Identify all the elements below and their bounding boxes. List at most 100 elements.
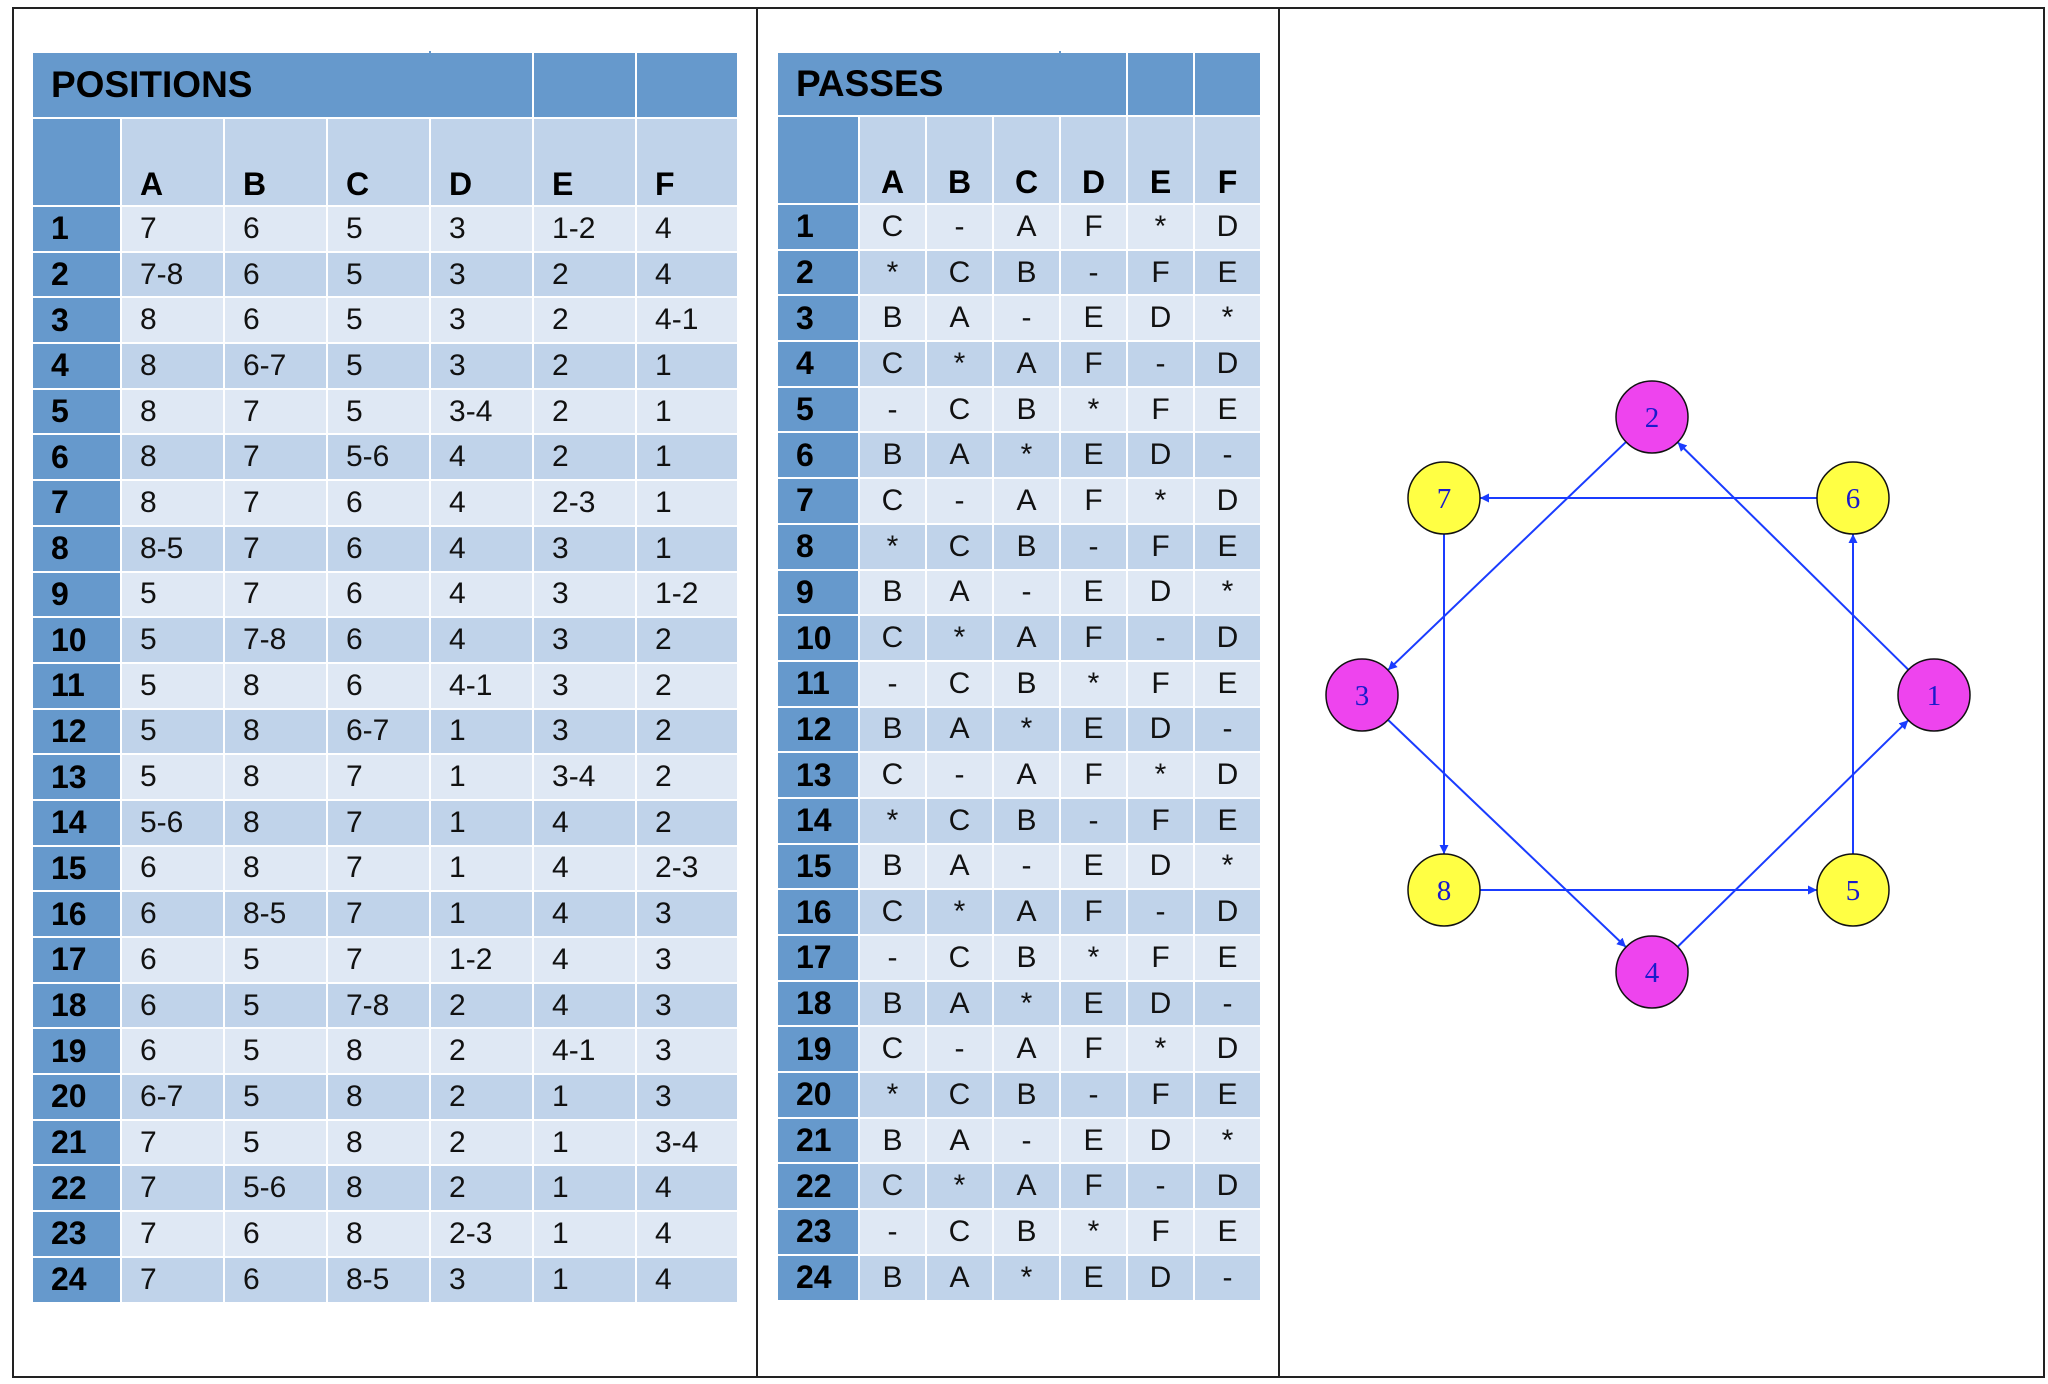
passes-cell: A	[925, 979, 994, 1028]
passes-column-header: C	[992, 115, 1061, 205]
passes-cell: D	[1193, 751, 1262, 799]
passes-cell: F	[1126, 796, 1195, 845]
passes-cell: C	[858, 340, 927, 388]
positions-cell: 2	[532, 387, 638, 436]
passes-cell: -	[858, 659, 927, 708]
positions-cell: 3	[532, 524, 638, 573]
passes-cell: -	[858, 1208, 927, 1256]
positions-cell: 5	[325, 342, 432, 390]
passes-row-number: 9	[776, 568, 860, 617]
graph-node-label: 5	[1846, 875, 1861, 907]
passes-cell: F	[1126, 248, 1195, 297]
passes-row-number: 6	[776, 431, 860, 480]
passes-cell: F	[1126, 659, 1195, 708]
passes-row-number: 7	[776, 477, 860, 525]
graph-node-circle	[1816, 853, 1890, 927]
passes-row-number: 11	[776, 659, 860, 708]
positions-row-number: 24	[31, 1255, 122, 1304]
positions-cell: 1	[635, 342, 740, 390]
passes-cell: C	[925, 796, 994, 845]
passes-cell: A	[992, 203, 1061, 251]
positions-cell: 4	[429, 524, 535, 573]
passes-cell: E	[1059, 568, 1128, 617]
passes-cell: *	[1126, 477, 1195, 525]
positions-cell: 5	[120, 753, 225, 801]
positions-column-header: A	[120, 117, 225, 207]
positions-cell: 4	[532, 981, 638, 1030]
passes-cell: C	[858, 477, 927, 525]
positions-cell: 3	[429, 1255, 535, 1304]
passes-row-number: 23	[776, 1208, 860, 1256]
positions-row-number: 22	[31, 1164, 122, 1213]
passes-cell: C	[858, 614, 927, 662]
passes-cell: D	[1126, 979, 1195, 1028]
graph-node-circle	[1816, 461, 1890, 535]
positions-cell: 8	[120, 387, 225, 436]
passes-cell: -	[1126, 340, 1195, 388]
positions-row-number: 2	[31, 250, 122, 299]
passes-cell: D	[1193, 888, 1262, 936]
positions-cell: 1	[532, 1073, 638, 1121]
positions-cell: 6	[325, 570, 432, 619]
positions-cell: 6	[120, 1027, 225, 1076]
positions-cell: 3-4	[635, 1118, 740, 1167]
passes-cell: B	[858, 842, 927, 891]
positions-cell: 3	[429, 205, 535, 253]
passes-cell: *	[858, 796, 927, 845]
positions-cell: 3	[532, 707, 638, 756]
passes-cell: -	[1126, 1162, 1195, 1211]
passes-cell: A	[925, 568, 994, 617]
passes-cell: B	[858, 705, 927, 754]
positions-row-number: 17	[31, 936, 122, 984]
passes-cell: F	[1059, 751, 1128, 799]
passes-cell: F	[1059, 203, 1128, 251]
positions-cell: 3	[429, 296, 535, 345]
passes-row-number: 5	[776, 385, 860, 434]
passes-cell: D	[1193, 340, 1262, 388]
positions-cell: 2	[429, 1073, 535, 1121]
positions-cell: 7	[223, 387, 328, 436]
passes-cell: C	[858, 1162, 927, 1211]
positions-cell: 7-8	[223, 616, 328, 664]
passes-row-number: 1	[776, 203, 860, 251]
passes-header-corner	[776, 115, 860, 205]
passes-cell: -	[925, 477, 994, 525]
positions-cell: 4	[635, 1255, 740, 1304]
passes-cell: -	[1126, 888, 1195, 936]
positions-cell: 3	[532, 661, 638, 710]
graph-node-label: 4	[1645, 957, 1660, 989]
passes-cell: A	[925, 431, 994, 480]
passes-cell: B	[858, 568, 927, 617]
passes-cell: *	[1126, 203, 1195, 251]
passes-cell: E	[1059, 979, 1128, 1028]
passes-row-number: 19	[776, 1025, 860, 1074]
positions-cell: 1-2	[635, 570, 740, 619]
passes-cell: E	[1059, 705, 1128, 754]
positions-cell: 6	[223, 250, 328, 299]
positions-cell: 4	[532, 844, 638, 893]
passes-cell: A	[925, 705, 994, 754]
positions-cell: 3	[429, 250, 535, 299]
positions-cell: 2	[532, 250, 638, 299]
passes-cell: -	[1193, 431, 1262, 480]
positions-cell: 1	[635, 387, 740, 436]
graph-node-7: 7	[1407, 461, 1481, 535]
positions-cell: 1	[429, 707, 535, 756]
positions-cell: 1	[532, 1164, 638, 1213]
passes-cell: E	[1193, 1208, 1262, 1256]
positions-cell: 3-4	[532, 753, 638, 801]
positions-cell: 5-6	[325, 433, 432, 482]
